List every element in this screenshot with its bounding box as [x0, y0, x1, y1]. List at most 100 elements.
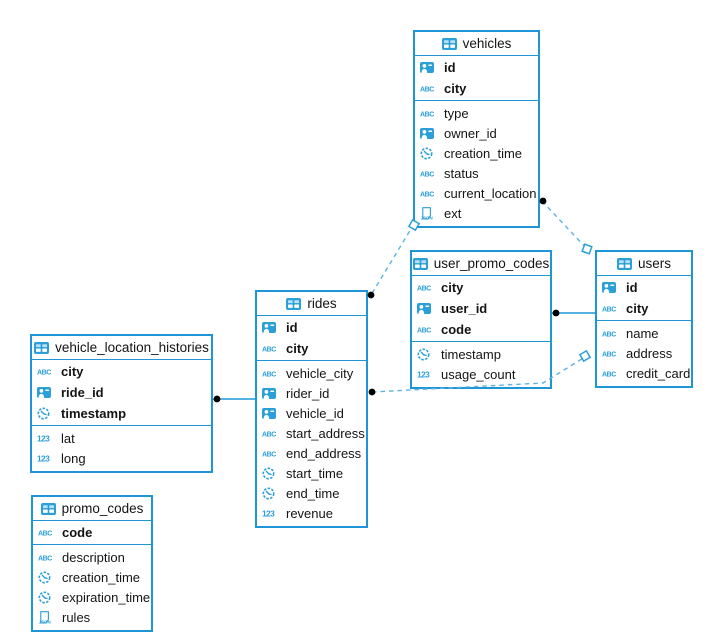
field-type-icon: ABC: [417, 325, 437, 334]
abc-type-icon: ABC: [420, 171, 435, 177]
abc-type-icon: ABC: [602, 307, 617, 313]
svg-text:ABC: ABC: [38, 555, 52, 561]
svg-text:ABC: ABC: [420, 171, 434, 177]
id-badge-icon: [420, 127, 434, 139]
field-row-city: ABC city: [412, 277, 550, 298]
svg-text:ABC: ABC: [602, 307, 616, 313]
id-badge-icon: [37, 387, 51, 398]
relationship-endpoint-dot: [213, 395, 221, 403]
abc-type-icon: ABC: [602, 331, 617, 337]
table-header[interactable]: promo_codes: [33, 497, 151, 521]
field-type-icon: [420, 147, 440, 160]
relationship-endpoint-square: [581, 243, 593, 255]
field-row-owner_id: owner_id: [415, 123, 538, 143]
field-name: end_address: [286, 445, 362, 461]
field-row-creation_time: creation_time: [33, 567, 151, 587]
svg-text:ABC: ABC: [420, 111, 434, 117]
json-type-icon: JSON: [421, 206, 433, 220]
field-name: credit_card: [626, 365, 691, 381]
field-name: city: [441, 280, 464, 295]
field-row-end_time: end_time: [257, 483, 366, 503]
field-name: owner_id: [444, 125, 497, 141]
number-type-icon: 123: [262, 508, 276, 518]
table-icon: [34, 341, 50, 354]
field-name: expiration_time: [62, 589, 151, 605]
field-name: timestamp: [61, 406, 127, 421]
field-type-icon: [420, 127, 440, 139]
table-name: user_promo_codes: [433, 256, 550, 271]
field-type-icon: [38, 591, 58, 604]
field-name: usage_count: [441, 366, 516, 382]
svg-text:ABC: ABC: [417, 328, 431, 334]
field-name: start_address: [286, 425, 365, 441]
field-name: end_time: [286, 485, 340, 501]
field-row-timestamp: timestamp: [412, 344, 550, 364]
field-type-icon: JSON: [38, 610, 58, 624]
svg-text:ABC: ABC: [417, 286, 431, 292]
table-header[interactable]: user_promo_codes: [412, 252, 550, 276]
clock-type-icon: [420, 147, 433, 159]
field-name: current_location: [444, 185, 537, 201]
field-row-ext: JSON ext: [415, 203, 538, 223]
field-row-expiration_time: expiration_time: [33, 587, 151, 607]
field-type-icon: ABC: [262, 369, 282, 377]
field-name: ext: [444, 205, 462, 221]
field-type-icon: [417, 303, 437, 314]
field-type-icon: ABC: [602, 304, 622, 313]
abc-type-icon: ABC: [262, 347, 277, 353]
field-row-creation_time: creation_time: [415, 143, 538, 163]
field-name: id: [286, 320, 298, 335]
field-row-timestamp: timestamp: [32, 403, 211, 424]
field-row-code: ABC code: [412, 319, 550, 340]
field-type-icon: [37, 387, 57, 398]
field-name: code: [441, 322, 472, 337]
field-row-usage_count: 123 usage_count: [412, 364, 550, 384]
json-type-icon: JSON: [39, 610, 51, 624]
svg-text:JSON: JSON: [421, 215, 433, 219]
field-name: city: [444, 81, 467, 96]
abc-type-icon: ABC: [38, 531, 53, 537]
field-type-icon: [262, 467, 282, 480]
field-name: revenue: [286, 505, 333, 521]
abc-type-icon: ABC: [420, 87, 435, 93]
table-header[interactable]: vehicles: [415, 32, 538, 56]
field-type-icon: ABC: [602, 369, 622, 377]
number-type-icon: 123: [37, 453, 51, 463]
field-name: status: [444, 165, 479, 181]
table-header[interactable]: vehicle_location_histories: [32, 336, 211, 360]
field-row-current_location: ABC current_location: [415, 183, 538, 203]
abc-type-icon: ABC: [38, 555, 53, 561]
id-badge-icon: [420, 62, 434, 73]
abc-type-icon: ABC: [420, 191, 435, 197]
field-name: id: [626, 280, 638, 295]
field-type-icon: [602, 282, 622, 293]
number-type-icon: 123: [417, 369, 431, 379]
field-row-vehicle_id: vehicle_id: [257, 403, 366, 423]
abc-type-icon: ABC: [417, 286, 432, 292]
table-header[interactable]: users: [597, 252, 691, 276]
table-header[interactable]: rides: [257, 292, 366, 316]
id-badge-icon: [262, 387, 276, 399]
field-name: id: [444, 60, 456, 75]
field-name: user_id: [441, 301, 488, 316]
field-type-icon: [262, 387, 282, 399]
